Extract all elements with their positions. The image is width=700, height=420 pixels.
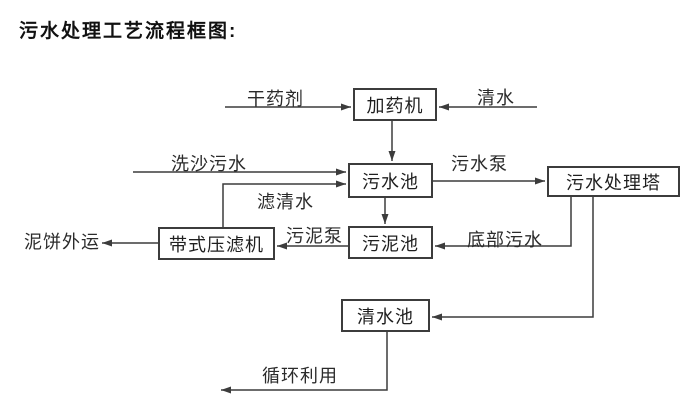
- mud-cake-out-label: 泥饼外运: [24, 232, 100, 252]
- sewage-pump-label: 污水泵: [451, 154, 508, 174]
- arrow-recycle: [221, 332, 388, 394]
- clear-water-pool-node: 清水池: [341, 299, 430, 332]
- arrow-bottom-sewage: [435, 197, 572, 250]
- arrow-tower-to-clear: [432, 197, 594, 321]
- bottom-sewage-label: 底部污水: [467, 230, 543, 250]
- belt-filter-press-node: 带式压滤机: [158, 227, 275, 260]
- sewage-treatment-tower-node: 污水处理塔: [547, 166, 680, 197]
- sand-washing-sewage-label: 洗沙污水: [171, 154, 247, 174]
- recycle-label: 循环利用: [262, 366, 338, 386]
- clear-water-label: 清水: [477, 88, 515, 108]
- sludge-pump-label: 污泥泵: [286, 226, 343, 246]
- filtered-water-label: 滤清水: [257, 192, 314, 212]
- sludge-pool-node: 污泥池: [348, 226, 433, 259]
- dry-agent-label: 干药剂: [247, 89, 304, 109]
- sewage-pool-node: 污水池: [348, 163, 433, 198]
- arrow-filtered-water: [222, 180, 346, 227]
- page-title: 污水处理工艺流程框图:: [19, 21, 238, 42]
- dosing-machine-node: 加药机: [353, 88, 437, 121]
